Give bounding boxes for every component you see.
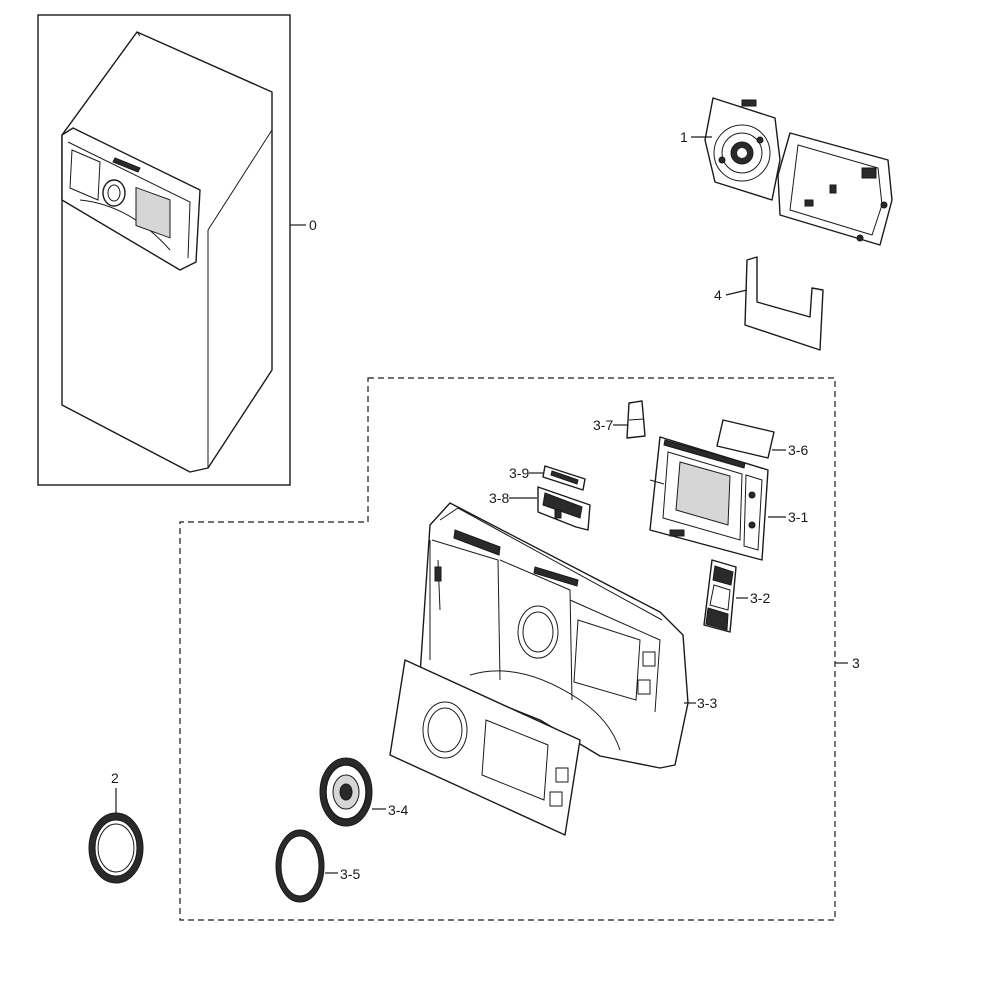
part-front-overlay-panel <box>389 659 581 836</box>
label-1-text: 1 <box>680 129 688 145</box>
group-3-dashed-boundary <box>179 377 836 921</box>
label-3-text: 3 <box>852 655 860 671</box>
label-4: 4 <box>714 287 748 303</box>
part-3-6 <box>716 419 775 459</box>
label-3-5: 3-5 <box>325 866 360 882</box>
label-3-3: 3-3 <box>684 695 717 711</box>
label-3-5-text: 3-5 <box>340 866 360 882</box>
label-3-2: 3-2 <box>736 590 770 606</box>
part-0-assembly <box>37 14 291 486</box>
label-3-1-text: 3-1 <box>788 509 808 525</box>
label-3-9: 3-9 <box>509 465 544 481</box>
label-3-4-text: 3-4 <box>388 802 408 818</box>
label-3-7-text: 3-7 <box>593 417 613 433</box>
label-2-text: 2 <box>111 770 119 786</box>
label-3-3-text: 3-3 <box>697 695 717 711</box>
label-3-4: 3-4 <box>372 802 408 818</box>
part-3-2 <box>703 559 737 633</box>
part-3-8 <box>537 486 591 531</box>
label-3-2-text: 3-2 <box>750 590 770 606</box>
label-4-text: 4 <box>714 287 722 303</box>
part-3-9 <box>542 465 586 491</box>
part-3-1-display-board <box>649 436 769 561</box>
part-2-ring <box>88 812 144 884</box>
label-3-8: 3-8 <box>489 490 537 506</box>
label-3-7: 3-7 <box>593 417 628 433</box>
label-2: 2 <box>111 770 119 813</box>
label-3-8-text: 3-8 <box>489 490 509 506</box>
label-1: 1 <box>680 129 712 145</box>
part-3-7 <box>626 400 646 439</box>
label-3: 3 <box>835 655 860 671</box>
part-1-pcb-assembly <box>704 97 893 246</box>
label-3-9-text: 3-9 <box>509 465 529 481</box>
label-3-1: 3-1 <box>768 509 808 525</box>
label-3-6: 3-6 <box>772 442 808 458</box>
label-3-6-text: 3-6 <box>788 442 808 458</box>
part-3-5-ring <box>275 829 325 903</box>
part-3-4-knob <box>319 757 373 827</box>
label-0: 0 <box>290 217 317 233</box>
label-0-text: 0 <box>309 217 317 233</box>
part-4-bracket <box>744 256 824 351</box>
